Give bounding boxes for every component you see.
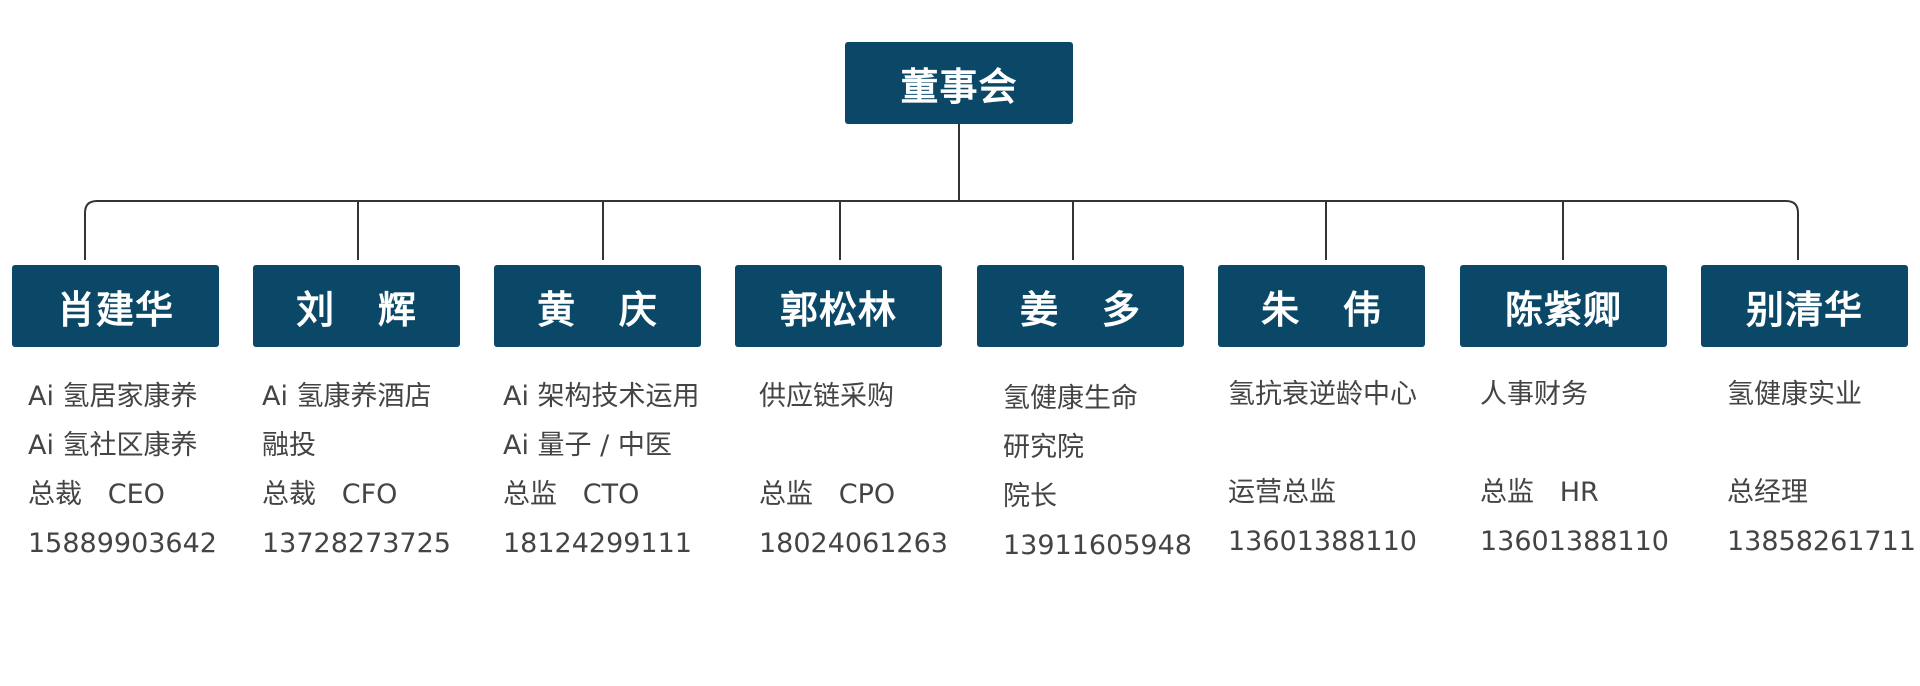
desc-line: 人事财务 — [1480, 379, 1588, 410]
member-name: 别清华 — [1745, 287, 1863, 332]
member-info-6: 人事财务 总监 HR 13601388110 — [1480, 370, 1669, 566]
member-box-1[interactable]: 刘 辉 — [253, 265, 460, 347]
member-desc: Ai 架构技术运用 Ai 量子 / 中医 — [503, 372, 700, 470]
member-desc: Ai 氢康养酒店 融投 — [262, 372, 451, 470]
member-box-2[interactable]: 黄 庆 — [494, 265, 701, 347]
member-name: 黄 庆 — [537, 287, 658, 332]
member-box-4[interactable]: 姜 多 — [977, 265, 1184, 347]
member-name: 刘 辉 — [296, 287, 417, 332]
member-name: 朱 伟 — [1261, 287, 1382, 332]
member-box-3[interactable]: 郭松林 — [735, 265, 942, 347]
member-role: 总经理 — [1727, 477, 1808, 508]
member-role: 运营总监 — [1228, 477, 1336, 508]
desc-line: 氢健康生命 — [1003, 383, 1138, 414]
member-phone: 13858261711 — [1727, 526, 1916, 557]
board-label: 董事会 — [900, 64, 1018, 109]
member-name: 姜 多 — [1020, 287, 1141, 332]
member-phone: 13601388110 — [1228, 526, 1417, 557]
member-box-5[interactable]: 朱 伟 — [1218, 265, 1425, 347]
member-phone: 18024061263 — [759, 528, 948, 559]
member-role: 总裁 CEO — [28, 479, 165, 510]
member-info-0: Ai 氢居家康养 Ai 氢社区康养 总裁 CEO 15889903642 — [28, 372, 217, 568]
desc-line: Ai 架构技术运用 — [503, 381, 700, 412]
desc-line: Ai 氢社区康养 — [28, 430, 198, 461]
desc-line: 研究院 — [1003, 432, 1084, 463]
member-phone: 18124299111 — [503, 528, 692, 559]
desc-line: 融投 — [262, 430, 316, 461]
member-box-7[interactable]: 别清华 — [1701, 265, 1908, 347]
desc-line: Ai 氢康养酒店 — [262, 381, 432, 412]
board-box[interactable]: 董事会 — [845, 42, 1073, 124]
desc-line: Ai 量子 / 中医 — [503, 430, 672, 461]
member-role: 院长 — [1003, 481, 1057, 512]
member-role: 总监 HR — [1480, 477, 1599, 508]
member-desc: 氢抗衰逆龄中心 — [1228, 370, 1417, 468]
member-desc: 氢健康实业 — [1727, 370, 1916, 468]
member-info-2: Ai 架构技术运用 Ai 量子 / 中医 总监 CTO 18124299111 — [503, 372, 700, 568]
member-phone: 13728273725 — [262, 528, 451, 559]
member-name: 陈紫卿 — [1504, 287, 1622, 332]
horizontal-bus-line — [84, 200, 1799, 260]
desc-line: 氢抗衰逆龄中心 — [1228, 379, 1417, 410]
member-desc: 氢健康生命 研究院 — [1003, 374, 1192, 472]
member-box-0[interactable]: 肖建华 — [12, 265, 219, 347]
member-role: 总裁 CFO — [262, 479, 398, 510]
member-phone: 15889903642 — [28, 528, 217, 559]
member-desc: 供应链采购 — [759, 372, 948, 470]
member-role: 总监 CTO — [503, 479, 640, 510]
member-info-4: 氢健康生命 研究院 院长 13911605948 — [1003, 374, 1192, 570]
member-desc: 人事财务 — [1480, 370, 1669, 468]
desc-line: Ai 氢居家康养 — [28, 381, 198, 412]
desc-line: 氢健康实业 — [1727, 379, 1862, 410]
member-role: 总监 CPO — [759, 479, 896, 510]
member-phone: 13911605948 — [1003, 530, 1192, 561]
member-info-5: 氢抗衰逆龄中心 运营总监 13601388110 — [1228, 370, 1417, 566]
member-box-6[interactable]: 陈紫卿 — [1460, 265, 1667, 347]
member-name: 郭松林 — [779, 287, 897, 332]
member-phone: 13601388110 — [1480, 526, 1669, 557]
member-name: 肖建华 — [56, 287, 174, 332]
member-desc: Ai 氢居家康养 Ai 氢社区康养 — [28, 372, 217, 470]
desc-line: 供应链采购 — [759, 381, 894, 412]
member-info-3: 供应链采购 总监 CPO 18024061263 — [759, 372, 948, 568]
member-info-1: Ai 氢康养酒店 融投 总裁 CFO 13728273725 — [262, 372, 451, 568]
member-info-7: 氢健康实业 总经理 13858261711 — [1727, 370, 1916, 566]
